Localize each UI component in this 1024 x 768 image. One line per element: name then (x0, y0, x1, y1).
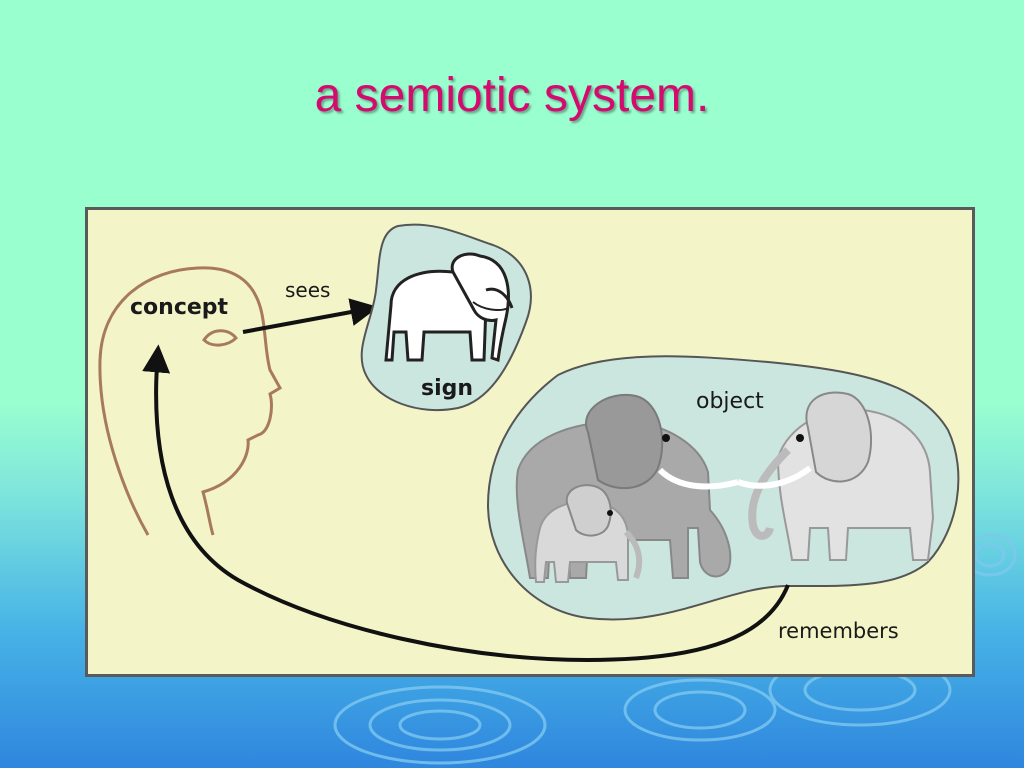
semiotic-diagram-panel: concept sees sign object (85, 207, 975, 677)
concept-label: concept (130, 295, 229, 320)
sign-label: sign (421, 376, 473, 401)
eye-icon (202, 329, 239, 347)
remembers-arrow (142, 344, 790, 663)
remembers-label: remembers (778, 619, 899, 643)
head-outline-icon (98, 266, 283, 536)
slide-title: a semiotic system. (314, 69, 710, 122)
baby-elephant-icon (534, 484, 643, 583)
light-elephant-icon (736, 391, 935, 561)
sees-arrow (242, 298, 379, 334)
semiotic-diagram: concept sees sign object (98, 223, 960, 663)
sees-label: sees (285, 278, 330, 302)
sign-elephant-icon (384, 252, 514, 362)
object-label: object (696, 389, 764, 414)
